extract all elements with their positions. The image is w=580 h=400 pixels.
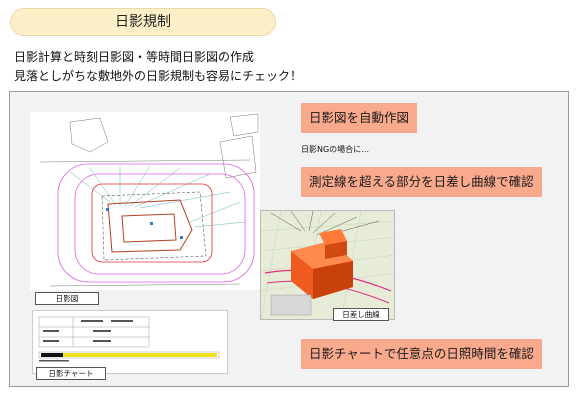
check-hours-callout: 日影チャートで任意点の日照時間を確認 <box>301 339 542 369</box>
check-curve-callout: 測定線を超える部分を日差し曲線で確認 <box>301 167 542 197</box>
sun-curve-caption: 日差し曲線 <box>333 308 389 321</box>
plan-caption: 日影図 <box>35 292 99 305</box>
intro-line-1: 日影計算と時刻日影図・等時間日影図の作成 <box>14 50 255 64</box>
intro-line-2: 見落としがちな敷地外の日影規制も容易にチェック！ <box>14 69 303 83</box>
sun-curve-3d-image <box>260 210 395 320</box>
feature-panel: 日影図 日差し曲線 日影チャート 日影図を自動作図 日影NGの場合に… 測定線を… <box>9 91 569 387</box>
shadow-plan-image <box>30 112 260 290</box>
auto-draw-callout: 日影図を自動作図 <box>301 103 418 133</box>
ng-note: 日影NGの場合に… <box>301 145 370 154</box>
page-title: 日影規制 <box>10 8 276 36</box>
shadow-chart-image <box>32 310 228 374</box>
chart-caption: 日影チャート <box>36 367 106 380</box>
